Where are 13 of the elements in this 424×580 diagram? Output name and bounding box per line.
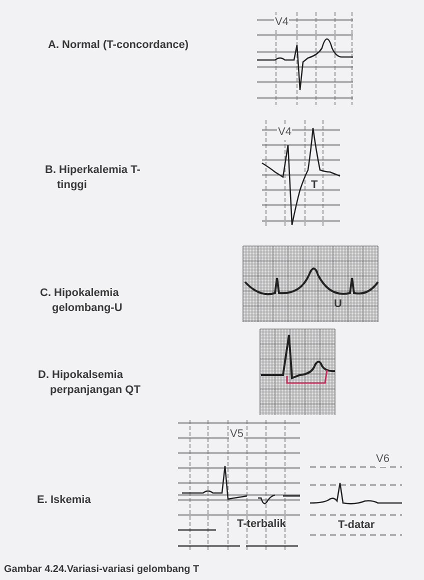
lead-label: V6 (375, 452, 390, 467)
wave-label: T-terbalik (237, 517, 286, 532)
wave-label: T-datar (338, 518, 375, 533)
panel-label: E. Iskemia (37, 493, 91, 508)
panel-label: D. Hipokalsemia perpanjangan QT (38, 368, 142, 398)
lead-label: V4 (274, 15, 290, 30)
lead-label: V4 (277, 125, 292, 140)
wave-label: T (311, 178, 318, 193)
panel-label: A. Normal (T-concordance) (48, 38, 189, 53)
figure-caption: Gambar 4.24.Variasi-variasi gelombang T (4, 563, 200, 577)
wave-label: U (334, 297, 342, 312)
panel-label: C. Hipokalemia gelombang-U (40, 286, 124, 316)
panel-label: B. Hiperkalemia T-tinggi (45, 163, 142, 193)
